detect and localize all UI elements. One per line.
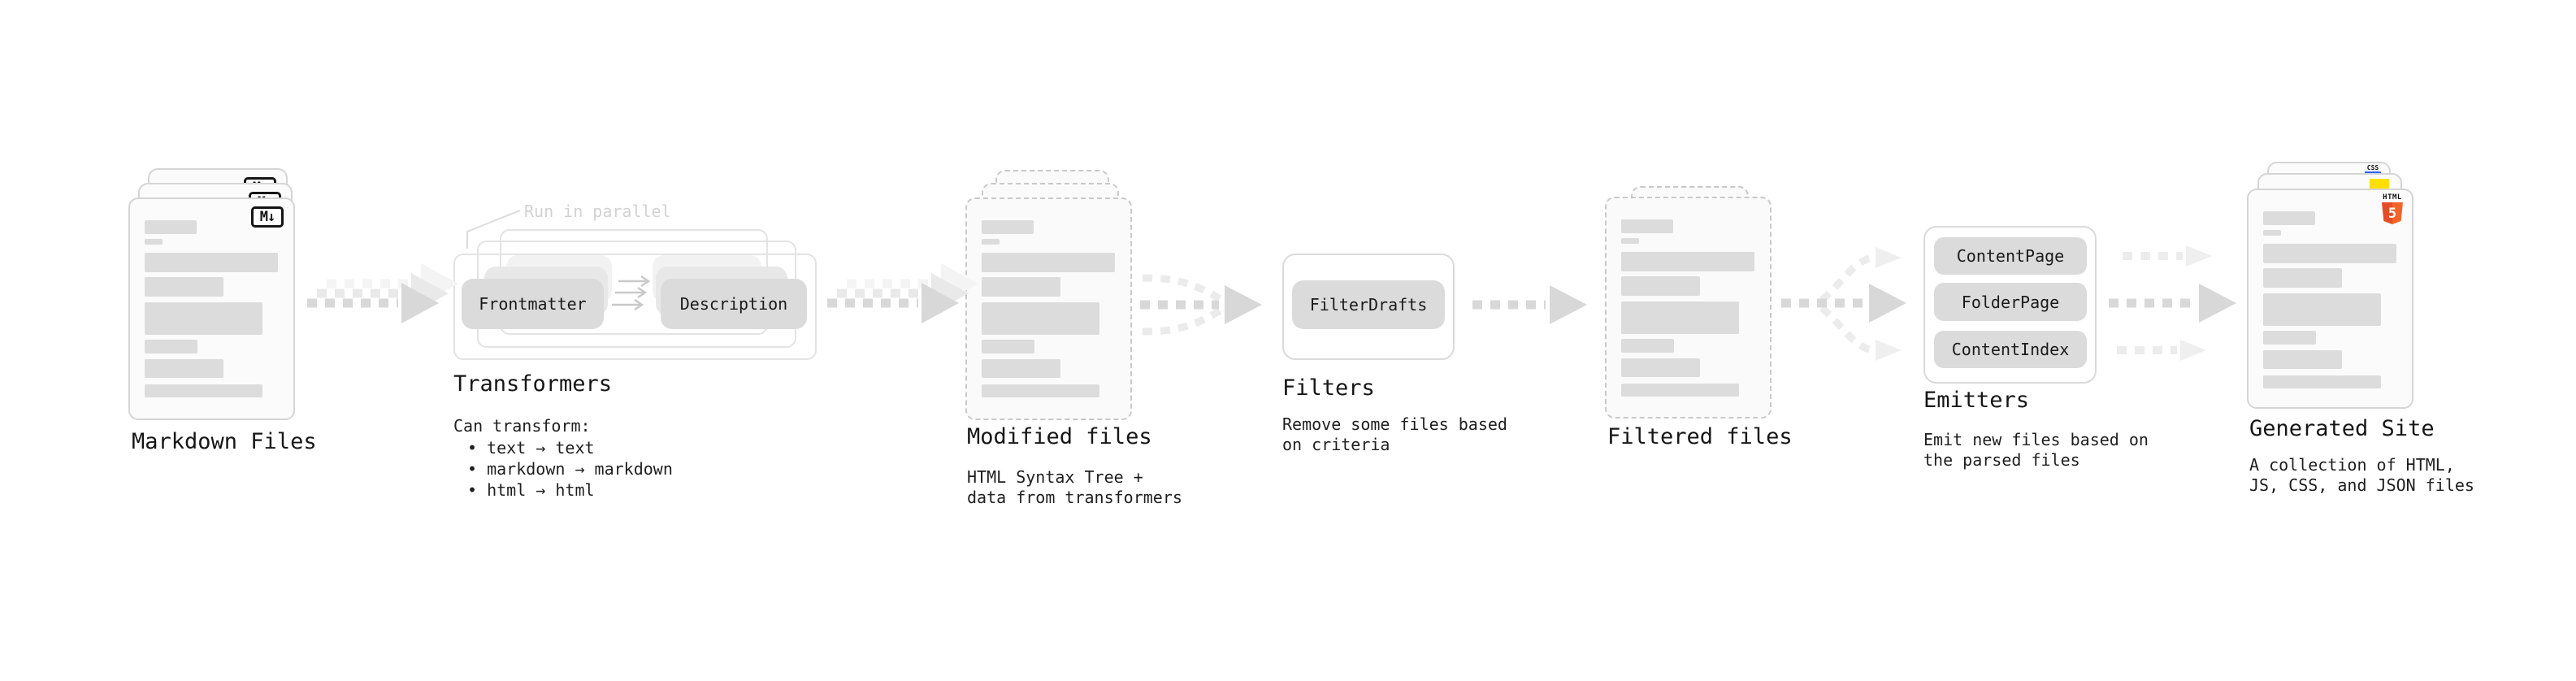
stage-description: Remove some files based [1282,414,1507,434]
stage-description: on criteria [1282,435,1390,454]
skeleton-line [1621,238,1639,244]
stage-description: JS, CSS, and JSON files [2249,475,2474,495]
transformer-badge-frontmatter: Frontmatter [462,279,604,329]
css-label: CSS [2366,164,2379,171]
skeleton-line [982,384,1099,397]
skeleton-line [2263,293,2381,326]
skeleton-line [145,253,278,272]
skeleton-line [2263,350,2342,369]
emitter-badge-contentindex: ContentIndex [1934,331,2087,368]
skeleton-line [982,302,1099,335]
skeleton-line [982,359,1060,378]
skeleton-line [2263,211,2315,225]
stage-description: HTML Syntax Tree + [967,467,1143,487]
skeleton-line [1621,301,1739,334]
transform-bullet: • markdown → markdown [467,459,673,479]
skeleton-line [2263,230,2281,236]
skeleton-line [1621,358,1700,377]
arrow-filters-to-filtered [1472,285,1587,324]
transformer-frame-front [453,254,817,360]
stage-label-filtered-files: Filtered files [1607,424,1793,449]
stage-label-filters: Filters [1282,375,1375,401]
file-card: M↓ [128,197,295,420]
stage-label-markdown-files: Markdown Files [132,429,317,454]
skeleton-line [982,340,1034,354]
stage-description: Emit new files based on [1923,430,2149,449]
skeleton-line [145,277,223,297]
arrow-transformers-to-modified [827,263,978,323]
stage-label-generated-site: Generated Site [2249,416,2435,441]
emitter-badge-contentpage: ContentPage [1934,237,2087,275]
stage-label-emitters: Emitters [1923,388,2030,413]
skeleton-line [2263,268,2342,288]
transform-bullet: • html → html [467,480,595,500]
transform-bullet: • text → text [467,438,595,458]
skeleton-line [2263,244,2396,263]
arrow-emitters-to-generated [2109,245,2236,361]
skeleton-line [2263,375,2381,388]
stage-description: the parsed files [1923,450,2080,470]
skeleton-line [982,239,1000,245]
run-in-parallel-annotation: Run in parallel [524,202,671,221]
html5-label: HTML [2383,193,2402,202]
skeleton-line [1621,339,1674,353]
skeleton-line [982,253,1115,272]
markdown-icon: M↓ [251,206,284,228]
skeleton-line [1621,252,1754,271]
skeleton-line [1621,276,1700,296]
file-card [1605,197,1772,419]
transformer-badge-description: Description [661,279,807,329]
stage-description: data from transformers [967,488,1182,507]
skeleton-line [145,302,262,335]
stage-description: A collection of HTML, [2249,455,2455,475]
stage-label-transformers: Transformers [453,371,613,397]
stage-description: Can transform: [453,416,591,436]
skeleton-line [145,359,223,378]
skeleton-line [2263,331,2316,345]
stage-label-modified-files: Modified files [967,424,1152,449]
filter-badge-filterdrafts: FilterDrafts [1292,280,1445,329]
skeleton-line [145,384,262,397]
arrow-markdown-to-transformers [307,263,458,323]
file-card [965,197,1132,420]
emitter-badge-folderpage: FolderPage [1934,283,2087,321]
skeleton-line [145,220,197,234]
skeleton-line [982,277,1060,297]
skeleton-line [1621,384,1739,397]
skeleton-line [982,220,1034,234]
file-card: HTML 5 [2247,189,2413,409]
arrow-filtered-to-emitters [1781,247,1906,361]
skeleton-line [1621,219,1673,233]
html5-icon: HTML 5 [2382,194,2403,224]
html5-shield: 5 [2382,202,2403,224]
skeleton-line [145,340,197,354]
arrow-modified-to-filters [1140,274,1262,336]
skeleton-line [145,239,163,245]
